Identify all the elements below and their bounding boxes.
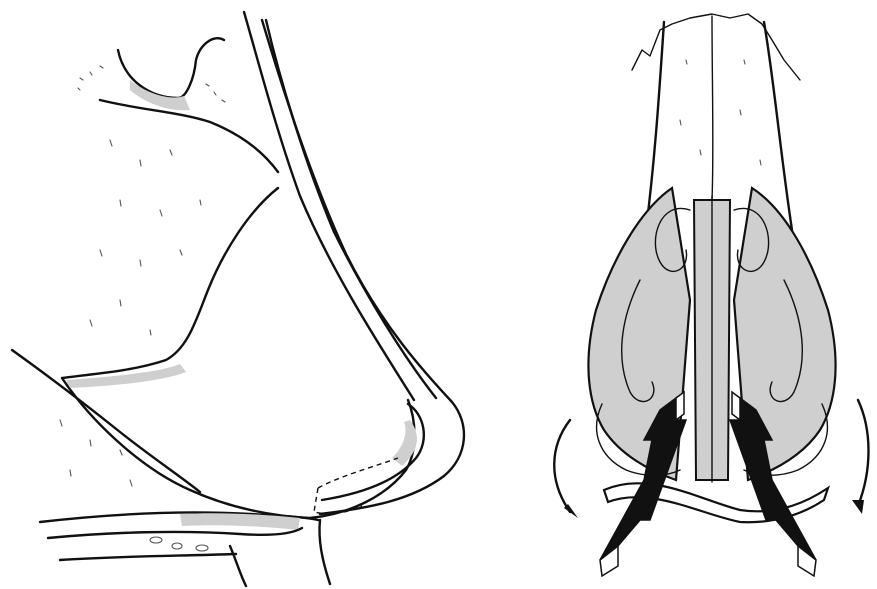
nasal-texture [680,60,761,165]
sinus-edge [100,100,278,172]
curved-arrow-icon-right [858,400,869,506]
midline-suture [712,16,713,200]
dorsum-outer-line [262,20,464,514]
septal-cartilage-outline [62,188,415,518]
nasal-bones-top-edge [632,14,800,80]
frontal-view-panel [554,14,868,576]
spine-line [48,528,302,538]
lower-contour [60,546,246,586]
nasal-bone-inner [266,20,436,398]
curved-arrow-icon-left [554,420,570,512]
curved-arrow-icon-left-head [564,504,578,518]
curved-arrow-icon-right-head [852,500,864,514]
nostril-curve [319,520,330,584]
dashed-cartilage-outline [314,458,398,514]
nasal-bone-outer [244,12,414,400]
lateral-view-panel [12,12,464,586]
